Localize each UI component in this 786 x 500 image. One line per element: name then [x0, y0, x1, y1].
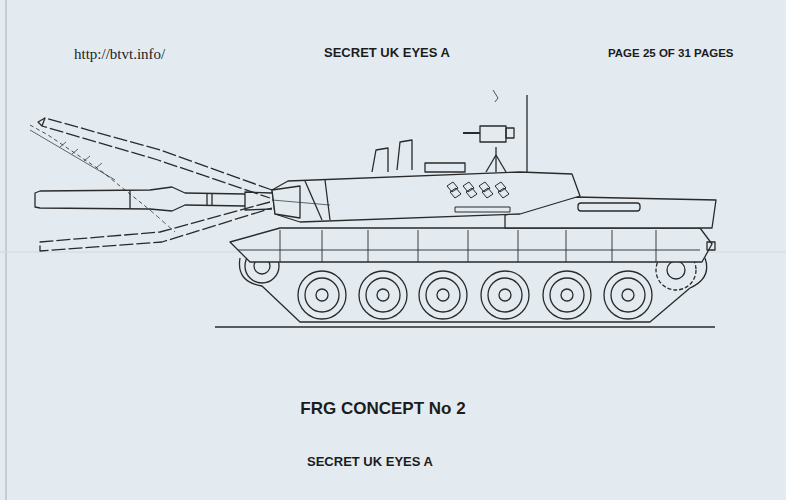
document-title: FRG CONCEPT No 2: [300, 400, 465, 419]
classification-marking: SECRET UK EYES A: [324, 46, 450, 60]
classification-marking: SECRET UK EYES A: [307, 455, 433, 469]
source-url: http://btvt.info/: [74, 46, 165, 63]
page-number: PAGE 25 OF 31 PAGES: [608, 47, 733, 60]
